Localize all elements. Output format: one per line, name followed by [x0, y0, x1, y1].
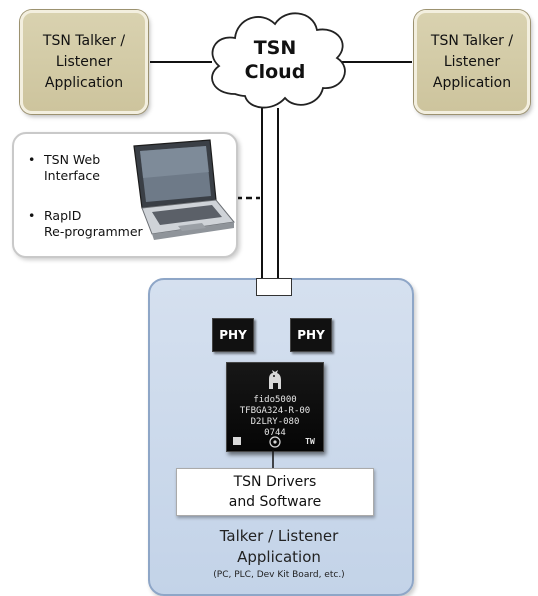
bullet1-line2: Interface — [44, 168, 100, 183]
chip-line1: fido5000 — [253, 395, 297, 405]
application-label: Talker / Listener Application (PC, PLC, … — [150, 526, 408, 582]
chip-line4: 0744 — [264, 428, 286, 438]
phy-left-label: PHY — [219, 328, 247, 342]
phy-right-label: PHY — [297, 328, 325, 342]
cloud-line1: TSN — [253, 37, 297, 59]
bullet-web-interface: • TSN Web Interface — [28, 152, 130, 184]
application-panel — [148, 278, 414, 596]
chip-center-mark-icon — [269, 436, 281, 448]
bullet-rapid-reprogrammer: • RapID Re-programmer — [28, 208, 170, 240]
drivers-line2: and Software — [228, 494, 322, 510]
tsn-drivers-box: TSN Drivers and Software — [176, 468, 374, 516]
laptop-icon — [133, 139, 235, 240]
bullet1-line1: TSN Web — [44, 152, 101, 167]
chip-line3: D2LRY-080 — [250, 417, 300, 427]
bullet-dot-1: • — [28, 152, 36, 167]
app-line2: Application — [237, 548, 321, 566]
phy-right: PHY — [290, 318, 332, 352]
chip-corner-logo-icon — [233, 437, 241, 445]
app-line1: Talker / Listener — [219, 527, 339, 545]
tsn-cloud-shape — [211, 12, 346, 109]
talker-left-line3: Application — [44, 74, 124, 91]
talker-right-line2: Listener — [443, 53, 501, 70]
bullet2-line2: Re-programmer — [44, 224, 143, 239]
app-line3: (PC, PLC, Dev Kit Board, etc.) — [213, 570, 345, 580]
dog-logo-icon — [269, 370, 281, 389]
talker-left-line1: TSN Talker / — [42, 32, 126, 49]
cloud-line2: Cloud — [244, 61, 306, 83]
network-switch-box — [256, 278, 292, 296]
chip-corner-text: TW — [305, 437, 315, 446]
phy-left: PHY — [212, 318, 254, 352]
talker-right-line3: Application — [432, 74, 512, 91]
chip-to-drivers-line — [272, 450, 274, 468]
talker-left-line2: Listener — [55, 53, 113, 70]
talker-right-line1: TSN Talker / — [430, 32, 514, 49]
chip-line2: TFBGA324-R-00 — [239, 406, 311, 416]
drivers-line1: TSN Drivers — [233, 474, 317, 490]
bullet-dot-2: • — [28, 208, 36, 223]
bullet2-line1: RapID — [44, 208, 82, 223]
talker-listener-right-box: TSN Talker / Listener Application — [414, 10, 530, 114]
cloud-label: TSN Cloud — [225, 36, 325, 84]
fido5000-chip: fido5000 TFBGA324-R-00 D2LRY-080 0744 TW — [226, 362, 324, 452]
talker-listener-left-box: TSN Talker / Listener Application — [20, 10, 148, 114]
